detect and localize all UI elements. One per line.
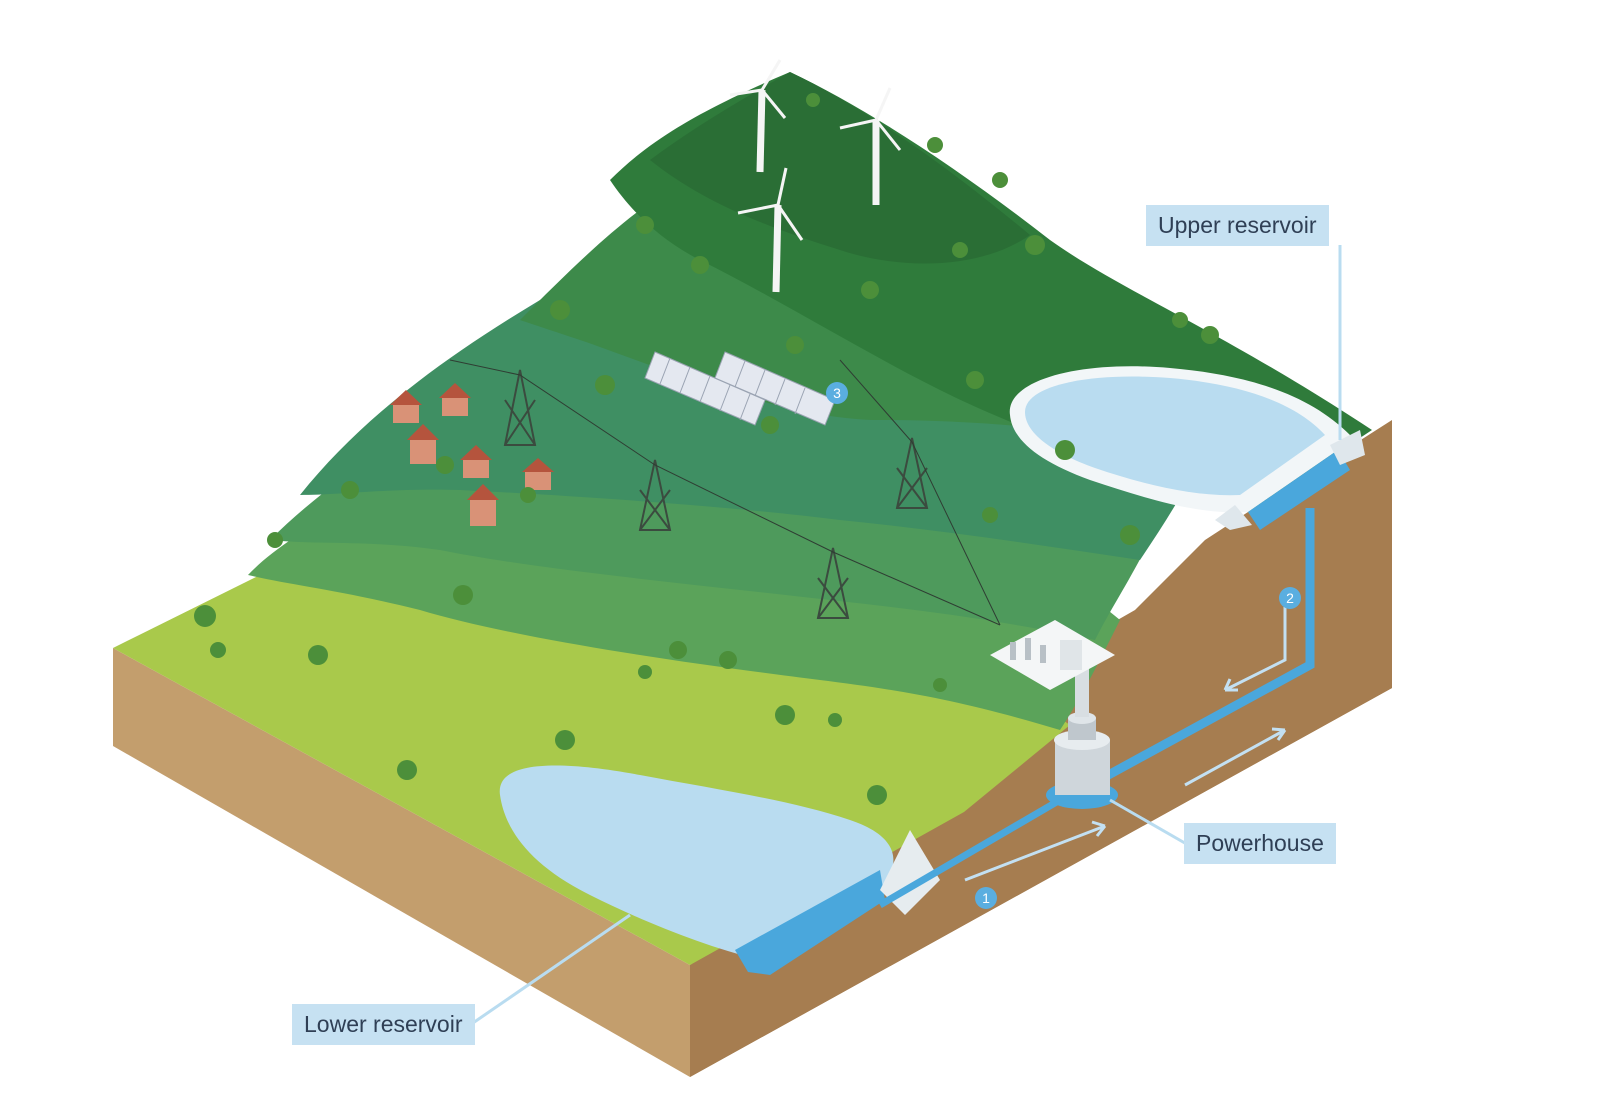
marker-3: 3 [826,382,848,404]
powerhouse-label: Powerhouse [1184,823,1336,864]
lower-reservoir-label: Lower reservoir [292,1004,475,1045]
marker-2: 2 [1279,587,1301,609]
upper-reservoir-label: Upper reservoir [1146,205,1329,246]
svg-text:2: 2 [1286,590,1294,606]
marker-1: 1 [975,887,997,909]
svg-text:3: 3 [833,385,841,401]
svg-text:1: 1 [982,890,990,906]
